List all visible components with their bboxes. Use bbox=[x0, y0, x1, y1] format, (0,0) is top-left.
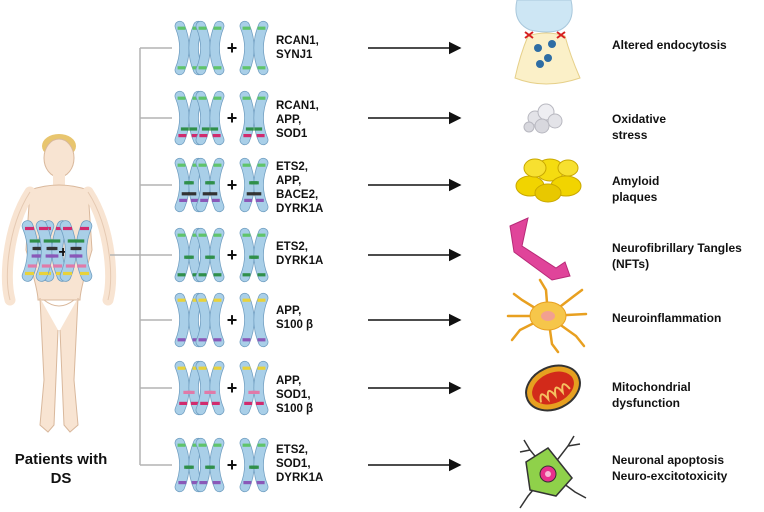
trisomy-chromosomes: + + + + + + + bbox=[174, 20, 269, 493]
chromosome-icon bbox=[174, 360, 204, 416]
chromosome-icon bbox=[174, 227, 204, 283]
chromosome-icon bbox=[174, 292, 204, 348]
genes-row-1: RCAN1, SYNJ1 bbox=[276, 35, 319, 61]
plus-icon: + bbox=[227, 310, 238, 330]
chromosome-icon bbox=[239, 90, 269, 146]
chromosome-icon bbox=[195, 437, 225, 493]
genes-row-3: ETS2, APP, BACE2, DYRK1A bbox=[276, 161, 324, 215]
effect-neuronal-apoptosis: Neuronal apoptosis Neuro-excitotoxicity bbox=[612, 453, 728, 483]
chromosome-icon bbox=[239, 292, 269, 348]
chromosome-icon bbox=[239, 437, 269, 493]
effect-mitochondrial-dysfunction: Mitochondrial dysfunction bbox=[612, 380, 691, 410]
chromosome-icon bbox=[59, 220, 93, 282]
chromosome-icon bbox=[239, 227, 269, 283]
plus-icon: + bbox=[227, 175, 238, 195]
oxidative-stress-icon bbox=[523, 103, 563, 134]
plus-icon: + bbox=[227, 245, 238, 265]
effect-amyloid-plaques: Amyloid plaques bbox=[612, 174, 660, 204]
chromosome-icon bbox=[239, 157, 269, 213]
chromosome-icon bbox=[195, 157, 225, 213]
synapse-icon bbox=[514, 0, 581, 85]
plus-icon: + bbox=[227, 455, 238, 475]
neuron-icon bbox=[519, 435, 587, 509]
neurofibrillary-tangle-icon bbox=[509, 217, 571, 281]
chromosome-icon bbox=[195, 90, 225, 146]
genes-row-6: APP, SOD1, S100 β bbox=[276, 375, 314, 415]
effect-neuroinflammation: Neuroinflammation bbox=[612, 311, 722, 325]
genes-row-2: RCAN1, APP, SOD1 bbox=[276, 100, 319, 140]
chromosome-icon bbox=[239, 360, 269, 416]
effect-oxidative-stress: Oxidative stress bbox=[612, 112, 667, 142]
effect-neurofibrillary-tangles: Neurofibrillary Tangles (NFTs) bbox=[612, 241, 742, 271]
chromosome-icon bbox=[195, 292, 225, 348]
chromosome-icon bbox=[174, 90, 204, 146]
patient-chromosomes-icon: + bbox=[21, 220, 93, 282]
patients-label: Patients with DS bbox=[14, 451, 108, 487]
chromosome-icon bbox=[174, 20, 204, 76]
chromosome-icon bbox=[239, 20, 269, 76]
chromosome-icon bbox=[195, 20, 225, 76]
genes-row-5: APP, S100 β bbox=[276, 305, 314, 331]
patient-figure-icon bbox=[1, 134, 117, 433]
chromosome-icon bbox=[174, 437, 204, 493]
mitochondrion-icon bbox=[525, 364, 581, 412]
chromosome-icon bbox=[195, 360, 225, 416]
plus-icon: + bbox=[227, 378, 238, 398]
genes-row-7: ETS2, SOD1, DYRK1A bbox=[276, 444, 324, 484]
genes-row-4: ETS2, DYRK1A bbox=[276, 241, 324, 267]
effect-arrows bbox=[368, 41, 462, 472]
plus-icon: + bbox=[58, 244, 67, 261]
chromosome-icon bbox=[195, 227, 225, 283]
connector-bracket bbox=[110, 47, 172, 466]
plus-icon: + bbox=[227, 38, 238, 58]
chromosome-icon bbox=[35, 220, 69, 282]
plus-icon: + bbox=[227, 108, 238, 128]
inflamed-glia-icon bbox=[506, 278, 588, 354]
effect-altered-endocytosis: Altered endocytosis bbox=[612, 38, 727, 52]
amyloid-plaques-icon bbox=[515, 158, 582, 203]
chromosome-icon bbox=[174, 157, 204, 213]
